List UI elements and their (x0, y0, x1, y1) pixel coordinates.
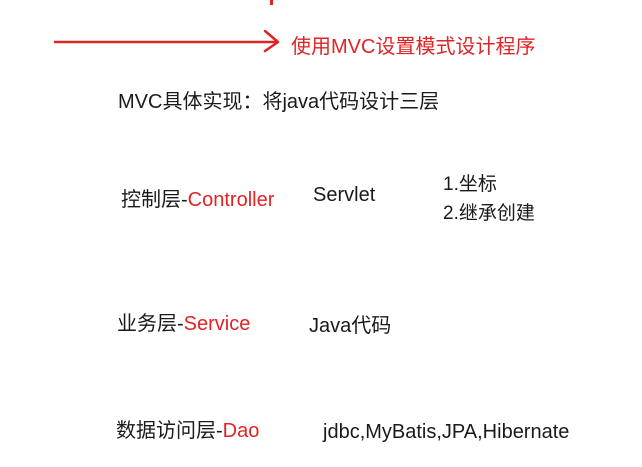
layer-name: Service (183, 313, 251, 335)
layer-name: Controller (187, 189, 275, 211)
heading-label: 使用MVC设置模式设计程序 (291, 36, 536, 58)
dao-tech: jdbc,MyBatis,JPA,Hibernate (323, 421, 570, 443)
layer-dao-label: 数据访问层-Dao (116, 414, 259, 443)
layer-prefix: 控制层- (121, 189, 188, 211)
mvc-intro-text: MVC具体实现：将java代码设计三层 (118, 91, 440, 113)
layer-prefix: 业务层- (117, 313, 184, 335)
layer-service-label: 业务层-Service (117, 307, 250, 336)
layer-controller-label: 控制层-Controller (121, 183, 274, 212)
servlet-steps-list: 1.坐标 2.继承创建 (443, 170, 535, 228)
layer-name: Dao (222, 420, 260, 442)
servlet-step: 2.继承创建 (443, 203, 535, 224)
layer-prefix: 数据访问层- (116, 420, 223, 442)
service-tech: Java代码 (309, 315, 392, 337)
top-accent-mark (270, 0, 273, 5)
controller-tech: Servlet (313, 184, 376, 206)
arrow-icon (54, 30, 280, 53)
servlet-step: 1.坐标 (443, 174, 497, 195)
